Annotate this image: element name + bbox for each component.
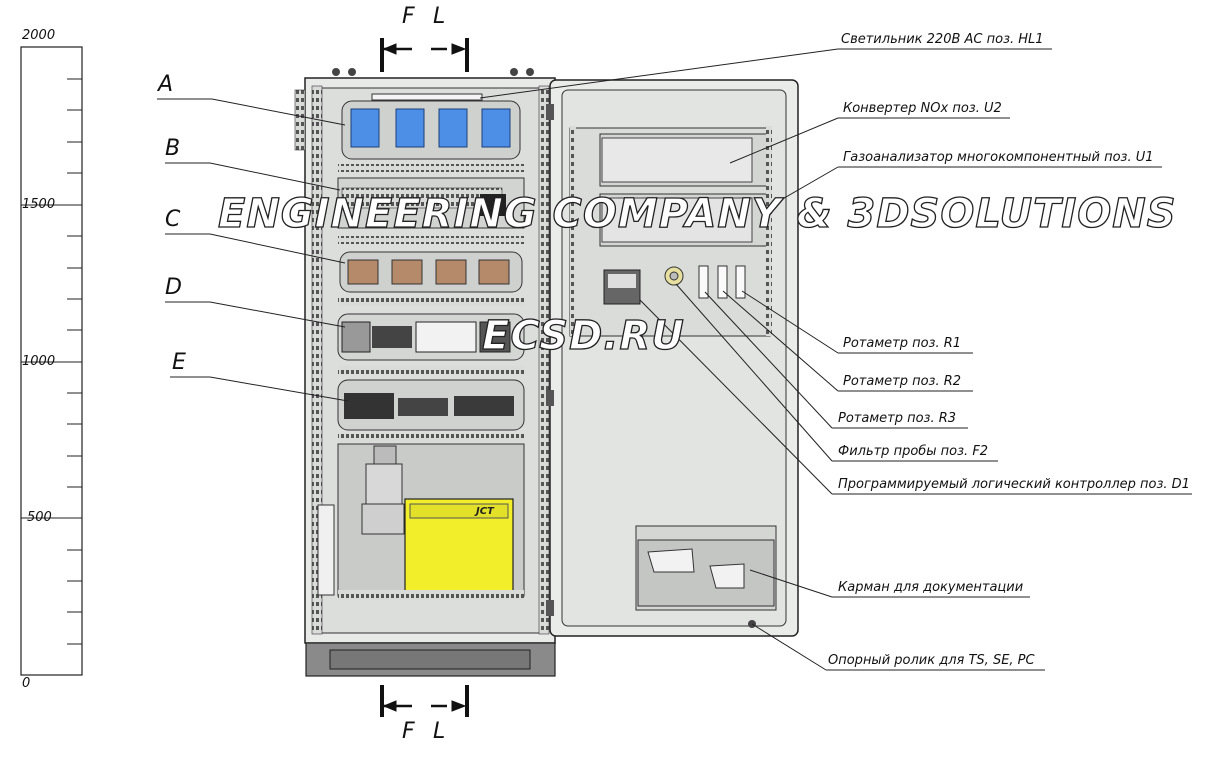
section-label-c: C [165,207,181,232]
section-label-a: A [158,72,174,97]
callout-plc-d1: Программируемый логический контроллер по… [838,477,1190,492]
section-c-relays [338,251,524,306]
section-label-e: E [172,350,186,375]
callout-leaders [479,48,1192,671]
height-scale [20,46,83,676]
section-leaders [157,98,349,402]
callout-nox-converter-u2: Конвертер NOx поз. U2 [843,101,1002,116]
callout-rotameter-r1: Ротаметр поз. R1 [843,336,962,351]
scale-tick-1500: 1500 [22,197,56,212]
scale-tick-1000: 1000 [22,354,56,369]
section-b-terminals [337,177,525,244]
section-e-terminals [337,379,525,442]
section-a-breakers [338,100,524,172]
section-mark-top-f: F [402,4,415,29]
section-mark-bottom-l: L [433,719,446,744]
callout-rotameter-r3: Ротаметр поз. R3 [838,411,957,426]
section-label-d: D [165,275,182,300]
section-label-b: B [165,136,181,161]
section-mark-bottom-f: F [402,719,415,744]
cabinet-door [546,79,799,637]
callout-lamp-hl1: Светильник 220В AC поз. HL1 [841,32,1044,47]
scale-tick-2000: 2000 [22,28,56,43]
section-arrows [380,38,469,717]
callout-support-roller: Опорный ролик для TS, SE, PC [828,653,1035,668]
scale-tick-500: 500 [27,510,52,525]
scale-tick-0: 0 [22,676,31,691]
section-d-plc [337,313,525,374]
watermark-line1: ENGINEERING COMPANY & 3DSOLUTIONS [217,190,1177,237]
callout-rotameter-r2: Ротаметр поз. R2 [843,374,962,389]
section-mark-top-l: L [433,4,446,29]
callout-doc-pocket: Карман для документации [838,580,1024,595]
watermark-line2: ECSD.RU [481,312,685,359]
callout-sample-filter-f2: Фильтр пробы поз. F2 [838,444,989,459]
lower-equipment [317,445,524,600]
callout-gas-analyzer-u1: Газоанализатор многокомпонентный поз. U1 [843,150,1154,165]
device-label: JCT [476,506,494,517]
